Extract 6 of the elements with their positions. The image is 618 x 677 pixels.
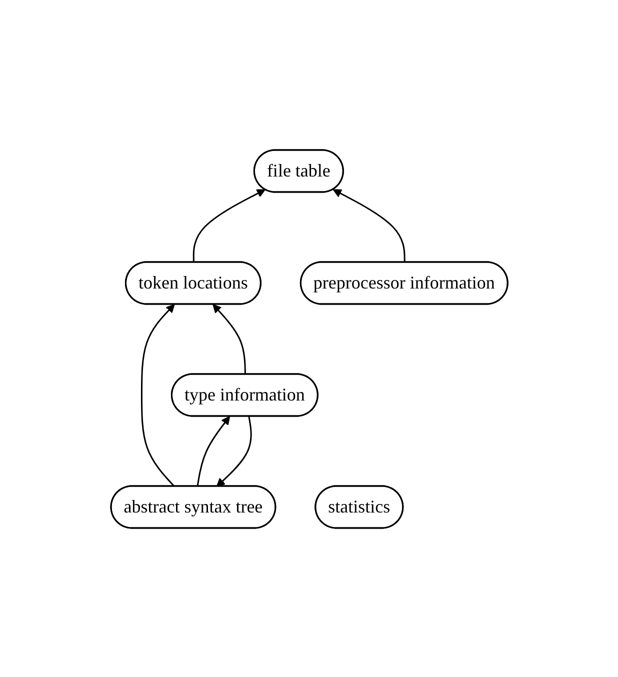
arrow	[196, 416, 230, 486]
arrow	[216, 416, 252, 486]
arrow	[140, 304, 175, 486]
arrow	[332, 188, 406, 262]
arrow	[192, 188, 266, 262]
arrow	[212, 304, 246, 374]
